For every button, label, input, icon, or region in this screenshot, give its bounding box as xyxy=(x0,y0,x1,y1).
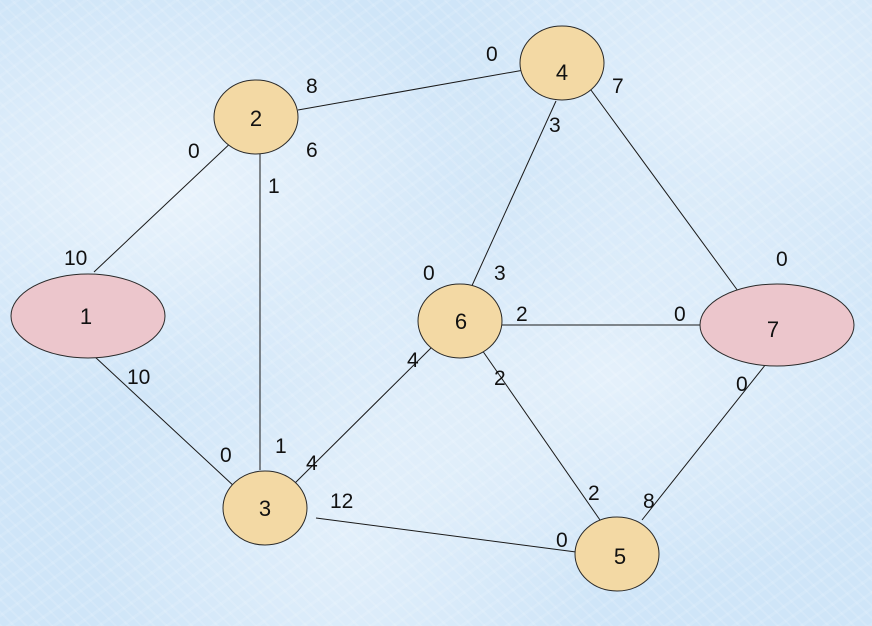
node-3[interactable]: 3 xyxy=(222,470,308,546)
node-2-shape xyxy=(213,79,299,155)
edge-1-2 xyxy=(93,137,237,273)
edge-5-7-label-to: 0 xyxy=(736,373,748,396)
edge-6-5-label-from: 2 xyxy=(494,367,506,390)
node-5[interactable]: 5 xyxy=(574,516,660,592)
node-4-label: 4 xyxy=(556,60,568,85)
nodes: 1 2 3 4 5 6 7 xyxy=(10,25,855,592)
edge-6-7-label-from: 2 xyxy=(516,303,528,326)
node-4[interactable]: 4 xyxy=(519,25,605,101)
node-6-label: 6 xyxy=(455,309,467,334)
node-2-label: 2 xyxy=(250,106,262,131)
node-6[interactable]: 6 xyxy=(417,283,503,359)
edge-3-6-label-to: 4 xyxy=(407,349,419,372)
node-1[interactable]: 1 xyxy=(10,273,166,359)
edge-3-6-label-from: 4 xyxy=(306,452,318,475)
edge-1-3 xyxy=(93,355,237,489)
node-3-label: 3 xyxy=(259,496,271,521)
edge-4-7-label-to: 0 xyxy=(776,248,788,271)
edge-2-3-label-from: 1 xyxy=(268,175,280,198)
edge-labels: 10 0 10 0 8 0 1 1 6 3 3 7 0 2 0 4 4 2 2 … xyxy=(64,43,788,552)
edge-3-5-label-from: 12 xyxy=(330,490,353,513)
edge-6-5-label-to: 2 xyxy=(588,482,600,505)
node-7-shape xyxy=(699,283,855,367)
node-4-shape xyxy=(519,25,605,101)
edge-4-6-label-from: 3 xyxy=(549,114,561,137)
node-3-shape xyxy=(222,470,308,546)
edge-3-6 xyxy=(289,344,435,489)
edge-4-7 xyxy=(587,85,739,292)
edge-2-4-label-from: 8 xyxy=(306,75,318,98)
node-2[interactable]: 2 xyxy=(213,79,299,155)
node-5-label: 5 xyxy=(614,544,626,569)
edge-6-7-label-to: 0 xyxy=(674,303,686,326)
edge-1-3-label-to: 0 xyxy=(220,444,232,467)
node-6-shape xyxy=(417,283,503,359)
node-5-shape xyxy=(574,516,660,592)
node-7[interactable]: 7 xyxy=(699,283,855,367)
edge-1-3-label-from: 10 xyxy=(127,366,150,389)
edge-2-4 xyxy=(297,69,525,111)
node-7-label: 7 xyxy=(767,317,779,342)
edge-5-7-label-from: 8 xyxy=(643,490,655,513)
edge-6-5 xyxy=(481,349,601,521)
edge-2-3-label-to: 1 xyxy=(275,435,287,458)
edge-3-5 xyxy=(315,517,577,553)
edge-4-6-label-to: 3 xyxy=(494,262,506,285)
edge-3-5-label-to: 0 xyxy=(556,529,568,552)
node-1-label: 1 xyxy=(80,304,92,329)
edge-6-label-0: 0 xyxy=(423,262,435,285)
edge-5-7 xyxy=(641,363,767,521)
edge-2-4-label-to: 0 xyxy=(486,43,498,66)
edge-4-6 xyxy=(469,100,557,291)
edge-2-label-6: 6 xyxy=(306,139,318,162)
edges xyxy=(93,69,767,553)
node-1-shape xyxy=(10,273,166,359)
edge-4-7-label-from: 7 xyxy=(612,75,624,98)
edge-1-2-label-to: 0 xyxy=(188,140,200,163)
edge-1-2-label-from: 10 xyxy=(64,247,87,270)
